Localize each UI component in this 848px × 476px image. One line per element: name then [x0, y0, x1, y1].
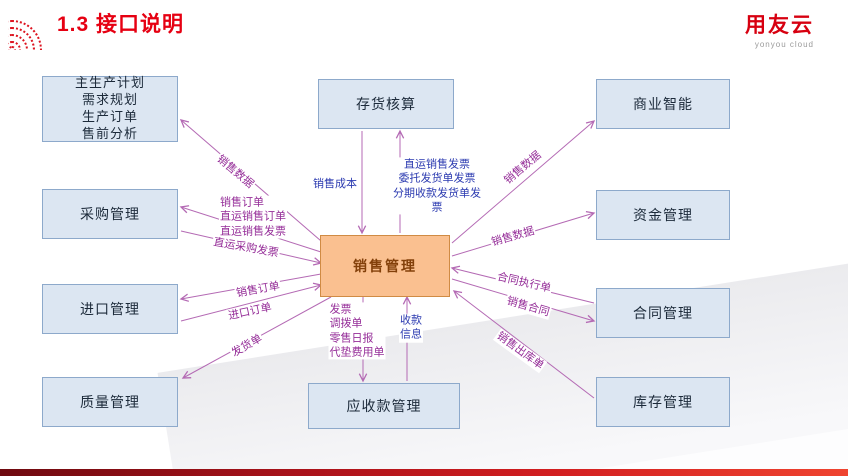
edge-label-purchase-docs: 销售订单 直运销售订单 直运销售发票	[219, 195, 287, 239]
page-title: 1.3 接口说明	[57, 13, 185, 36]
edge-label-inventory-invoices: 直运销售发票 委托发货单发票 分期收款发货单发 票	[392, 157, 482, 215]
brand-logo: 用友云 yonyou cloud	[745, 9, 814, 49]
node-inventory-accounting: 存货核算	[318, 79, 454, 129]
footer-accent-bar	[0, 469, 848, 476]
node-import-management: 进口管理	[42, 284, 178, 334]
node-contract-management: 合同管理	[596, 288, 730, 338]
node-warehouse-management: 库存管理	[596, 377, 730, 427]
node-quality-management: 质量管理	[42, 377, 178, 427]
yonyou-logo-dots-icon	[8, 2, 54, 50]
edge-center-to-bi	[451, 120, 596, 244]
edge-label-sales-cost: 销售成本	[312, 176, 358, 192]
brand-name: 用友云	[745, 14, 814, 37]
node-purchase-management: 采购管理	[42, 189, 178, 239]
edge-label-receipt-info: 收款 信息	[399, 313, 423, 343]
node-production-planning: 主生产计划 需求规划 生产订单 售前分析	[42, 75, 178, 142]
edge-label-ar-docs: 发票 调拨单 零售日报 代垫费用单	[328, 302, 386, 360]
node-sales-management-center: 销售管理	[320, 235, 450, 297]
node-business-intelligence: 商业智能	[596, 79, 730, 129]
node-fund-management: 资金管理	[596, 190, 730, 240]
node-receivables-management: 应收款管理	[308, 383, 460, 429]
brand-subtitle: yonyou cloud	[754, 40, 814, 49]
